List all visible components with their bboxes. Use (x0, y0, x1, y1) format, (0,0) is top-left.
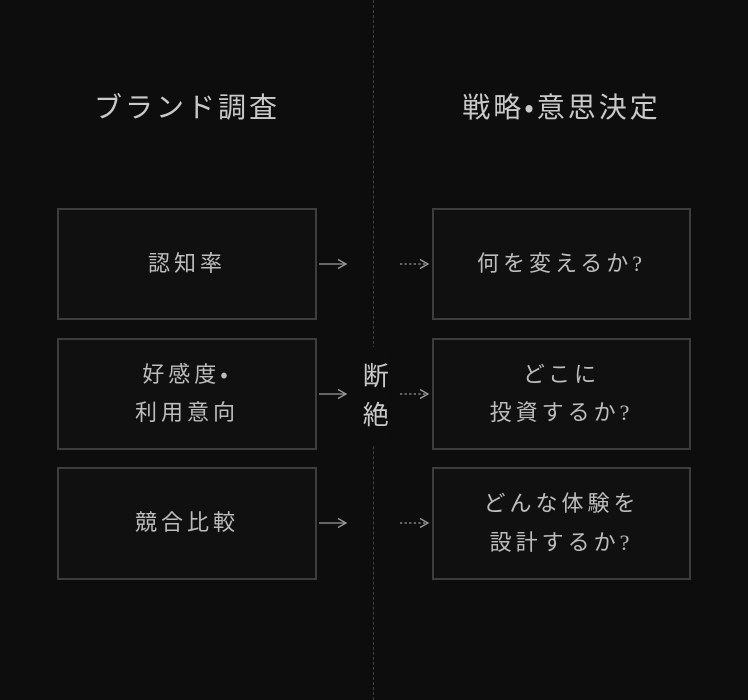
box-awareness-rate: 認知率 (57, 208, 317, 320)
solid-arrow-icon (319, 388, 349, 400)
box-competitor-comparison: 競合比較 (57, 467, 317, 580)
box-favorability-usage-intent: 好感度・ 利用意向 (57, 338, 317, 450)
dashed-arrow-icon (400, 388, 430, 400)
left-column-title: ブランド調査 (93, 93, 280, 124)
box-what-to-change: 何を変えるか? (432, 208, 691, 320)
disconnect-label: 断絶 (355, 347, 393, 445)
box-where-to-invest: どこに 投資するか? (432, 338, 691, 450)
solid-arrow-icon (319, 258, 349, 270)
solid-arrow-icon (319, 517, 349, 529)
right-column-title: 戦略・意思決定 (462, 93, 661, 124)
dashed-arrow-icon (400, 258, 430, 270)
box-what-experience-to-design: どんな体験を 設計するか? (432, 467, 691, 580)
dashed-arrow-icon (400, 517, 430, 529)
